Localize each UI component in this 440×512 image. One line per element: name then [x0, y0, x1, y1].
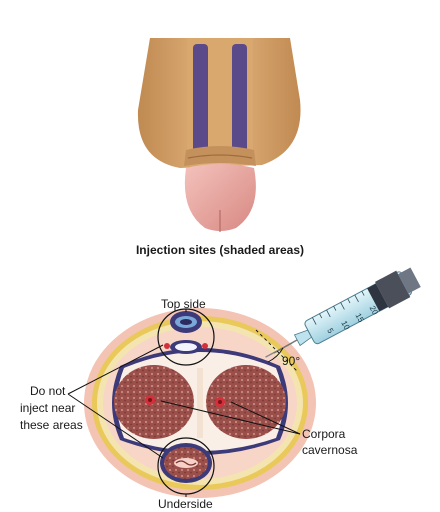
- glans: [184, 164, 256, 231]
- label-top-side: Top side: [161, 297, 206, 311]
- corpus-cavernosum-right: [206, 365, 286, 439]
- penis-illustration: [137, 38, 301, 232]
- needle: [273, 339, 298, 354]
- injection-site-left: [193, 44, 208, 152]
- syringe-scale-5: 5: [325, 327, 335, 336]
- label-corpora-line2: cavernosa: [302, 443, 358, 457]
- foreskin-ridge: [184, 146, 256, 166]
- leader-lines: [67, 309, 301, 497]
- label-warning-line3: these areas: [20, 418, 83, 432]
- label-underside: Underside: [158, 497, 213, 511]
- label-corpora-line1: Corpora: [302, 427, 346, 441]
- figure-caption: Injection sites (shaded areas): [135, 243, 305, 257]
- label-warning-line1: Do not: [30, 384, 66, 398]
- label-angle: 90°: [282, 354, 301, 368]
- angle-guides: [255, 329, 299, 373]
- injection-site-right: [232, 44, 247, 152]
- label-warning-line2: inject near: [20, 401, 76, 415]
- cross-section: [84, 308, 316, 498]
